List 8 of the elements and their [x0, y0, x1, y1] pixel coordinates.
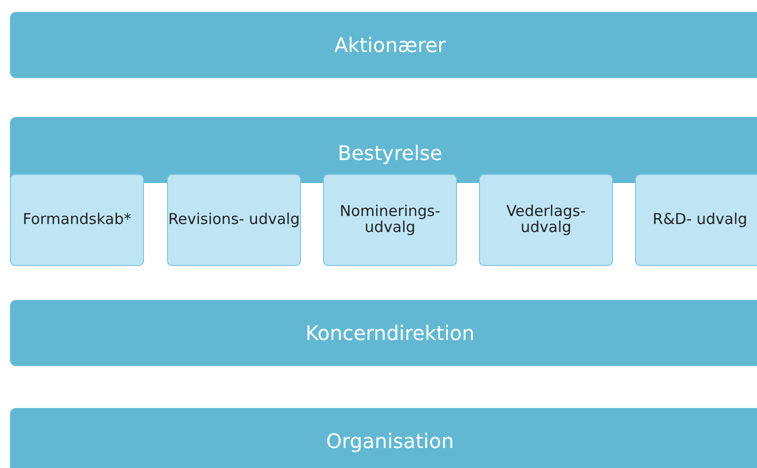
- tier-band: Koncerndirektion: [10, 300, 757, 366]
- committee-box: Nominerings- udvalg: [323, 174, 457, 266]
- committee-box: R&D- udvalg: [635, 174, 757, 266]
- committee-box: Vederlags- udvalg: [479, 174, 613, 266]
- committee-box: Revisions- udvalg: [167, 174, 301, 266]
- tier-band: Organisation: [10, 408, 757, 468]
- committee-box: Formandskab*: [10, 174, 144, 266]
- tier-band: Aktionærer: [10, 12, 757, 78]
